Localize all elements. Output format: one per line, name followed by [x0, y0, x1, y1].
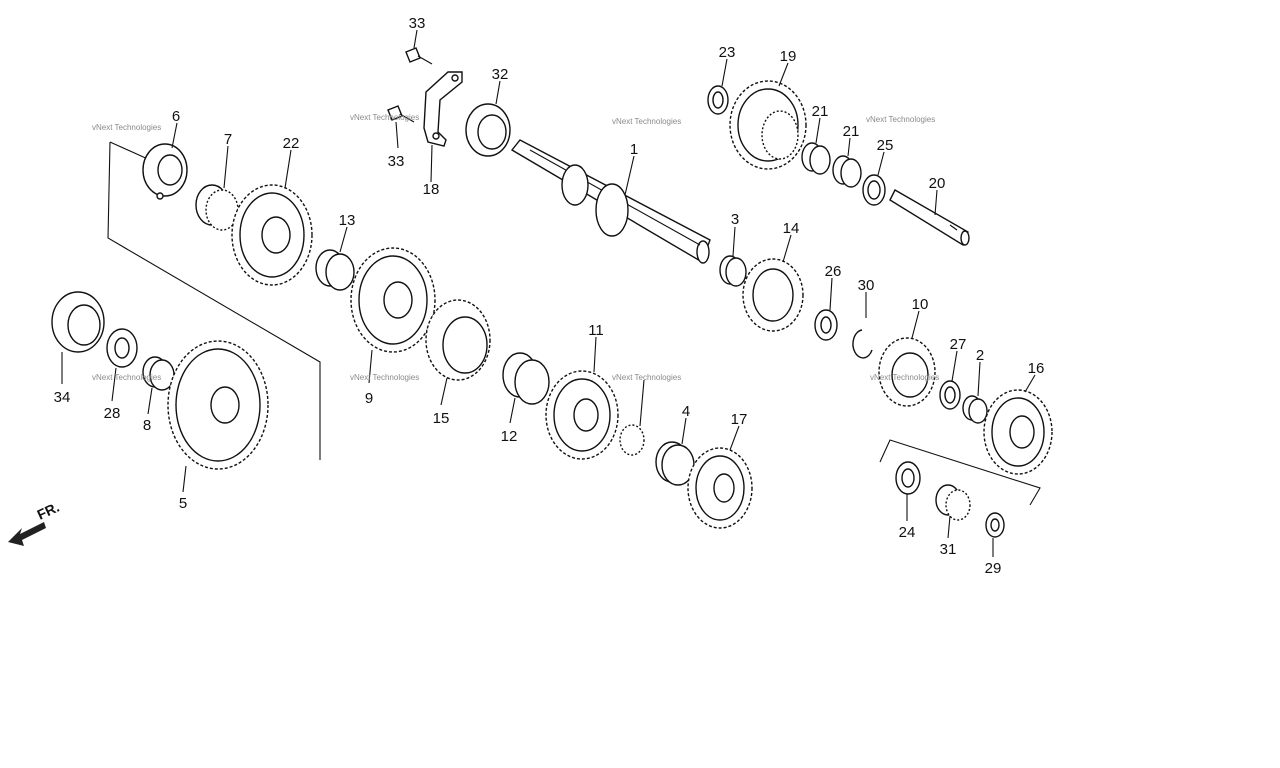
callout-15: 15 — [433, 410, 450, 427]
sleeve-12 — [502, 352, 550, 405]
callout-33-top: 33 — [409, 15, 426, 32]
callout-24: 24 — [899, 524, 916, 541]
washer-24 — [895, 461, 921, 495]
callout-11: 11 — [588, 322, 604, 339]
collar-2 — [962, 395, 988, 424]
callout-10: 10 — [912, 296, 929, 313]
leader-lines — [61, 29, 1036, 557]
callout-33-bottom: 33 — [388, 153, 405, 170]
callout-13: 13 — [339, 212, 356, 229]
watermark: vNext Technologies — [92, 123, 161, 132]
watermark: vNext Technologies — [350, 373, 419, 382]
circlip-30 — [852, 329, 873, 359]
bushing-21b — [832, 155, 862, 188]
callout-20: 20 — [929, 175, 946, 192]
watermark: vNext Technologies — [612, 117, 681, 126]
front-direction-arrow-icon — [8, 522, 46, 546]
washer-28 — [106, 328, 138, 368]
group-bracket-right — [879, 439, 1041, 506]
callout-2: 2 — [976, 347, 984, 364]
collar-8 — [142, 356, 175, 391]
watermark: vNext Technologies — [866, 115, 935, 124]
bearing-32 — [465, 103, 511, 157]
callout-26: 26 — [825, 263, 842, 280]
gear-22 — [231, 184, 313, 286]
callout-4: 4 — [682, 403, 690, 420]
callout-17: 17 — [731, 411, 748, 428]
callout-12: 12 — [501, 428, 518, 445]
plate-18 — [423, 71, 463, 147]
mainshaft — [510, 139, 711, 264]
gear-10 — [878, 337, 936, 407]
countershaft — [889, 189, 970, 247]
collar-3 — [719, 255, 747, 287]
callout-16: 16 — [1028, 360, 1045, 377]
gear-15 — [425, 299, 491, 381]
group-bracket-left — [107, 141, 321, 460]
gear-11 — [545, 370, 619, 460]
gear-17 — [687, 447, 753, 529]
callout-18: 18 — [423, 181, 440, 198]
bolt-33-bottom — [387, 105, 415, 123]
callout-1: 1 — [630, 141, 638, 158]
bearing-34 — [51, 291, 105, 353]
callout-29: 29 — [985, 560, 1002, 577]
callout-3: 3 — [731, 211, 739, 228]
callout-32: 32 — [492, 66, 509, 83]
bushing-13 — [315, 249, 355, 291]
bolt-33-top — [405, 47, 433, 65]
washer-23 — [707, 85, 729, 115]
collar-6 — [142, 143, 188, 200]
washer-25 — [862, 174, 886, 206]
gear-16 — [983, 389, 1053, 475]
callout-14: 14 — [783, 220, 800, 237]
washer-29 — [985, 512, 1005, 538]
watermark: vNext Technologies — [350, 113, 419, 122]
gear-14 — [742, 258, 804, 332]
watermark: vNext Technologies — [870, 373, 939, 382]
callout-21b: 21 — [843, 123, 860, 140]
watermark: vNext Technologies — [612, 373, 681, 382]
needle-bearing-11 — [619, 424, 645, 456]
callout-8: 8 — [143, 417, 151, 434]
washer-27 — [939, 380, 961, 410]
callout-31: 31 — [940, 541, 957, 558]
gear-19 — [729, 80, 807, 170]
callout-21a: 21 — [812, 103, 829, 120]
needle-bearing-7 — [195, 184, 239, 231]
gear-9 — [350, 247, 436, 353]
callout-9: 9 — [365, 390, 373, 407]
callout-19: 19 — [780, 48, 797, 65]
bearing-31 — [935, 484, 971, 521]
callout-7: 7 — [224, 131, 232, 148]
front-direction-label: FR. — [35, 499, 62, 523]
callout-25: 25 — [877, 137, 894, 154]
group-bracket-left-top — [109, 141, 151, 161]
callout-5: 5 — [179, 495, 187, 512]
callout-6: 6 — [172, 108, 180, 125]
callout-22: 22 — [283, 135, 300, 152]
callout-34: 34 — [54, 389, 71, 406]
bushing-21a — [801, 142, 831, 175]
callout-30: 30 — [858, 277, 875, 294]
callout-23: 23 — [719, 44, 736, 61]
gear-5 — [167, 340, 269, 470]
watermark: vNext Technologies — [92, 373, 161, 382]
callout-27: 27 — [950, 336, 967, 353]
washer-26 — [814, 309, 838, 341]
callout-28: 28 — [104, 405, 121, 422]
